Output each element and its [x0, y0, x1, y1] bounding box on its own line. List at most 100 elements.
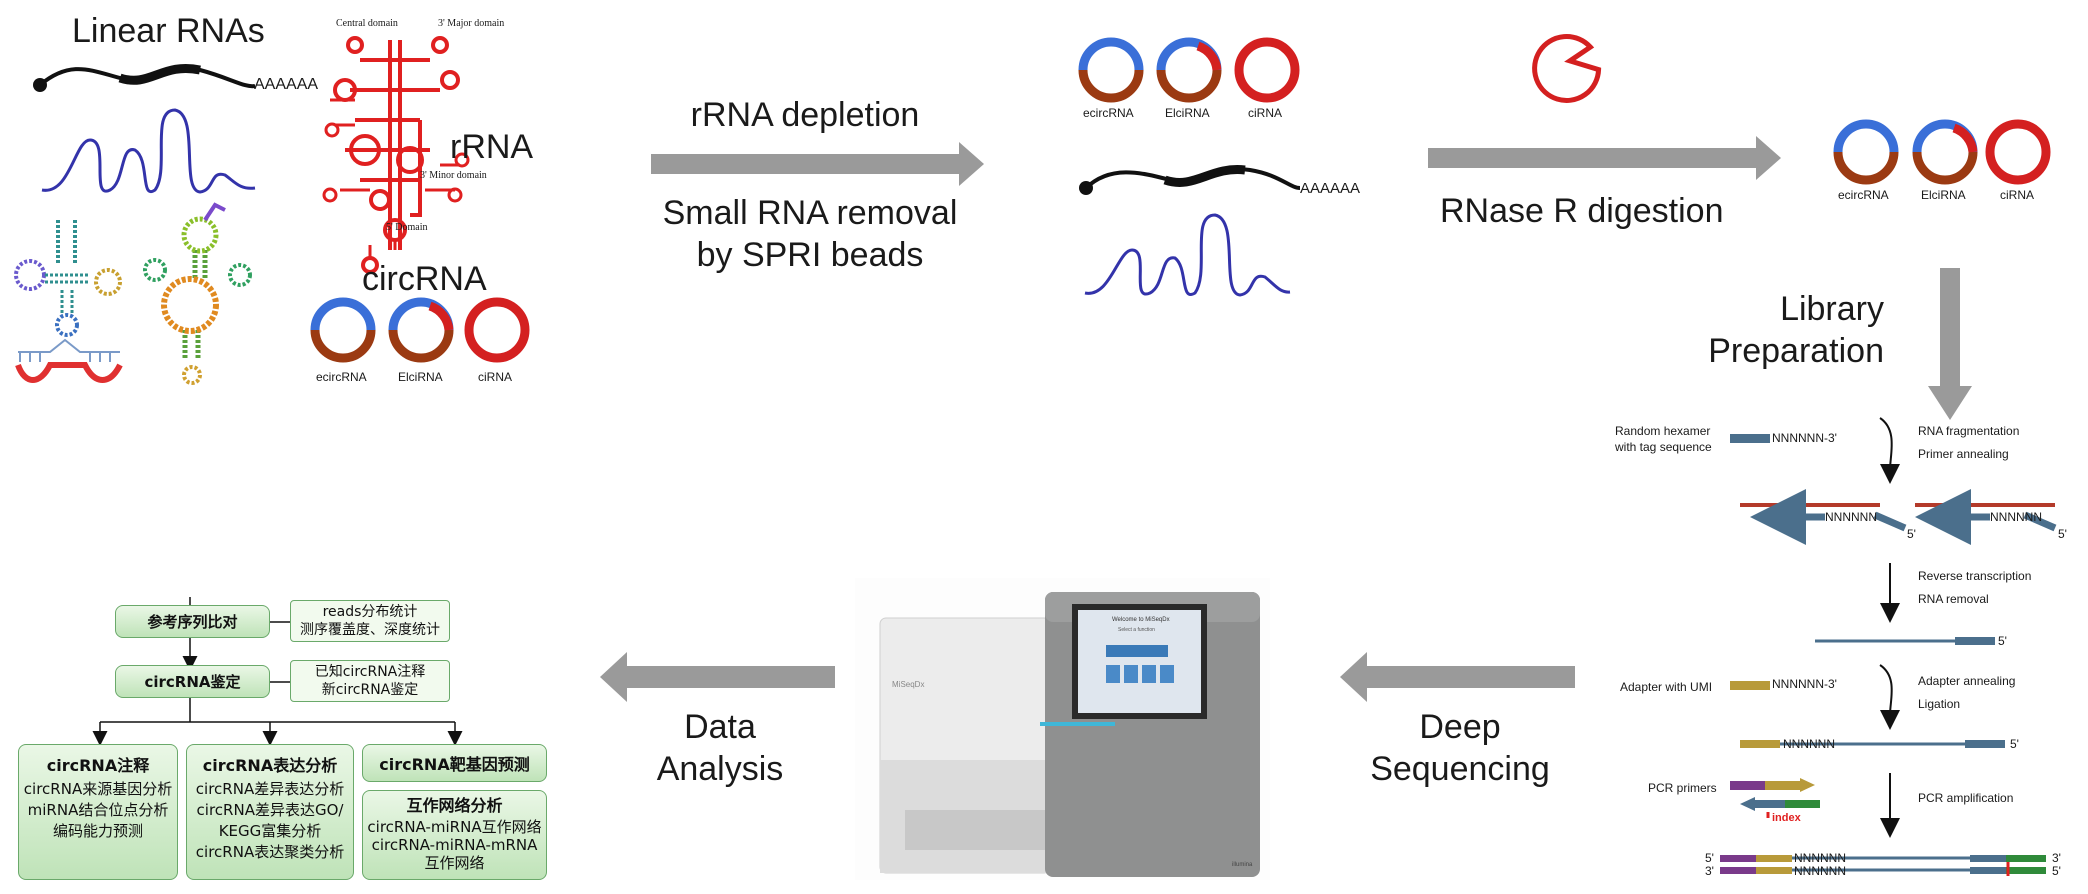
network-item-3: 互作网络 — [424, 854, 485, 872]
ligated-n-label: NNNNNN — [1783, 737, 1835, 751]
tag-sequence-label: with tag sequence — [1615, 440, 1712, 454]
expression-item-2: circRNA差异表达GO/ — [196, 801, 344, 819]
panel3-elcirna-label: ElciRNA — [1921, 188, 1966, 202]
primer-n-label-1: NNNNNN — [1825, 510, 1877, 524]
panel2-ecircrna-icon — [1078, 37, 1144, 103]
panel3-cirna-label: ciRNA — [2000, 188, 2035, 202]
panel2-lncrna-icon — [1084, 213, 1291, 297]
primer-n-label-2: NNNNNN — [1990, 510, 2042, 524]
spri-beads-label: by SPRI beads — [696, 236, 924, 274]
circrna-annotation-box: circRNA注释 circRNA来源基因分析 miRNA结合位点分析 编码能力… — [18, 744, 178, 880]
panel2-elcirna-icon — [1156, 37, 1222, 103]
rnase-r-label: RNase R digestion — [1440, 192, 1724, 230]
product-n-top: NNNNNN — [1794, 851, 1846, 865]
panel2-cirna-icon — [1234, 37, 1300, 103]
annotation-item-3: 编码能力预测 — [52, 822, 143, 840]
five-prime-label-4: 5' — [2010, 737, 2019, 751]
panel2-linear-mrna-icon — [1079, 165, 1301, 195]
cirna-circle-icon — [464, 297, 530, 363]
deep-label: Deep — [1419, 708, 1501, 746]
panel3-ecircrna-label: ecircRNA — [1838, 188, 1889, 202]
panel3-elcirna-icon — [1912, 119, 1978, 185]
ref-alignment-note: reads分布统计 测序覆盖度、深度统计 — [290, 600, 450, 642]
expression-item-3: KEGG富集分析 — [218, 822, 322, 840]
adapter-umi-label: Adapter with UMI — [1620, 680, 1713, 694]
rrna-domain-central: Central domain — [336, 18, 398, 29]
data-label: Data — [684, 708, 756, 746]
product-five-prime-top: 5' — [1705, 851, 1714, 865]
panel2-elcirna-label: ElciRNA — [1165, 106, 1210, 120]
panel2-cirna-label: ciRNA — [1248, 106, 1283, 120]
annotation-title: circRNA注释 — [46, 756, 150, 775]
trna-structure-icon — [14, 220, 123, 383]
analysis-connectors — [92, 597, 463, 746]
random-hexamer-label: Random hexamer — [1615, 424, 1711, 438]
identify-note-line-2: 新circRNA鉴定 — [321, 682, 419, 698]
annotation-item-1: circRNA来源基因分析 — [23, 780, 173, 798]
circrna-target-prediction-box: circRNA靶基因预测 — [362, 744, 547, 782]
network-item-2: circRNA-miRNA-mRNA — [371, 836, 538, 854]
five-prime-label-1: 5' — [1907, 527, 1916, 541]
ecircrna-circle-icon — [310, 297, 376, 363]
ecircrna-label: ecircRNA — [316, 370, 367, 384]
rrna-domain-3-major: 3' Major domain — [438, 18, 505, 29]
arrow-rnase-r-digestion — [1428, 136, 1781, 180]
panel3-cirna-icon — [1985, 119, 2051, 185]
reverse-transcription-label: Reverse transcription — [1918, 569, 2032, 583]
rrna-depletion-label: rRNA depletion — [690, 96, 920, 134]
ligation-label: Ligation — [1918, 697, 1961, 711]
expression-title: circRNA表达分析 — [202, 756, 338, 775]
interaction-network-box: 互作网络分析 circRNA-miRNA互作网络 circRNA-miRNA-m… — [362, 790, 547, 880]
network-item-1: circRNA-miRNA互作网络 — [367, 818, 542, 836]
product-three-prime-bottom: 3' — [1705, 864, 1714, 878]
product-three-prime-top: 3' — [2052, 851, 2061, 865]
circrna-expression-box: circRNA表达分析 circRNA差异表达分析 circRNA差异表达GO/… — [186, 744, 354, 880]
identification-note: 已知circRNA注释 新circRNA鉴定 — [290, 660, 450, 702]
arrow-library-preparation — [1928, 268, 1972, 420]
circrna-identification-box: circRNA鉴定 — [115, 665, 270, 698]
linear-mrna-icon — [33, 64, 256, 92]
ref-note-line-2: 测序覆盖度、深度统计 — [300, 622, 440, 638]
small-rna-removal-label: Small RNA removal — [662, 194, 958, 232]
cirna-label: ciRNA — [478, 370, 513, 384]
ref-note-line-1: reads分布统计 — [322, 604, 418, 620]
annotation-item-2: miRNA结合位点分析 — [27, 801, 169, 819]
linear-rnas-title: Linear RNAs — [72, 12, 265, 50]
library-label: Library — [1780, 290, 1884, 328]
adapter-annealing-label: Adapter annealing — [1918, 674, 2016, 688]
identify-note-line-1: 已知circRNA注释 — [314, 664, 426, 680]
rrna-domain-5: 5' Domain — [386, 222, 428, 233]
arrow-deep-sequencing — [1340, 652, 1575, 702]
sequencer-brand-label: MiSeqDx — [892, 680, 925, 689]
rrna-structure-icon — [322, 36, 470, 274]
polya-tail-label: AAAAAA — [254, 76, 319, 93]
sequencer-screen-subtitle: Select a function — [1118, 627, 1155, 633]
preparation-label: Preparation — [1708, 332, 1884, 370]
index-label: index — [1772, 812, 1801, 824]
rrna-label: rRNA — [450, 128, 534, 166]
sequencer-maker-label: illumina — [1232, 862, 1253, 868]
circrna-title: circRNA — [362, 260, 487, 298]
expression-item-1: circRNA差异表达分析 — [195, 780, 345, 798]
arrow-data-analysis — [600, 652, 835, 702]
sequencing-label: Sequencing — [1370, 750, 1550, 788]
library-schematic — [1720, 417, 2057, 876]
product-five-prime-bottom: 5' — [2052, 864, 2061, 878]
rrna-domain-3-minor: 3' Minor domain — [420, 170, 487, 181]
pcr-amplification-label: PCR amplification — [1918, 791, 2014, 805]
lncrna-squiggle-icon — [41, 108, 256, 194]
rna-fragmentation-label: RNA fragmentation — [1918, 424, 2020, 438]
five-prime-label-2: 5' — [2058, 527, 2067, 541]
ref-alignment-box: 参考序列比对 — [115, 605, 270, 638]
rna-removal-label: RNA removal — [1918, 592, 1989, 606]
product-n-bottom: NNNNNN — [1794, 864, 1846, 878]
adapter-seq-label: NNNNNN-3' — [1772, 677, 1837, 691]
elcirna-label: ElciRNA — [398, 370, 443, 384]
panel3-ecircrna-icon — [1833, 119, 1899, 185]
five-prime-label-3: 5' — [1998, 634, 2007, 648]
snorna-structure-icon — [143, 202, 252, 385]
network-title: 互作网络分析 — [406, 796, 503, 815]
analysis-label: Analysis — [656, 750, 784, 788]
